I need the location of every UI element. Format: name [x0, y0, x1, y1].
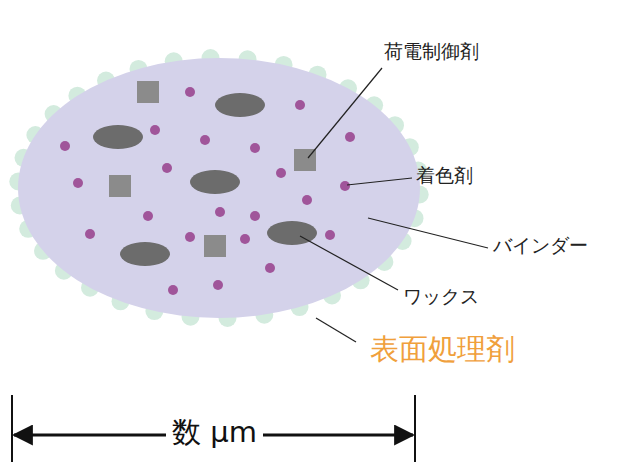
colorant-dots [60, 87, 355, 295]
surface-agent-label: 表面処理剤 [370, 332, 515, 367]
dimension-label: 数 μm [166, 415, 263, 450]
binder-label: バインダー [493, 234, 588, 257]
charge-control-squares [109, 81, 316, 257]
surface-agent-dots [9, 49, 428, 327]
leader-lines [300, 68, 488, 342]
charge-control-label: 荷電制御剤 [384, 40, 479, 63]
dimension-line [12, 395, 415, 462]
wax-domains [93, 93, 317, 266]
binder-particle [18, 58, 420, 318]
colorant-label: 着色剤 [416, 164, 473, 187]
wax-label: ワックス [403, 285, 479, 308]
